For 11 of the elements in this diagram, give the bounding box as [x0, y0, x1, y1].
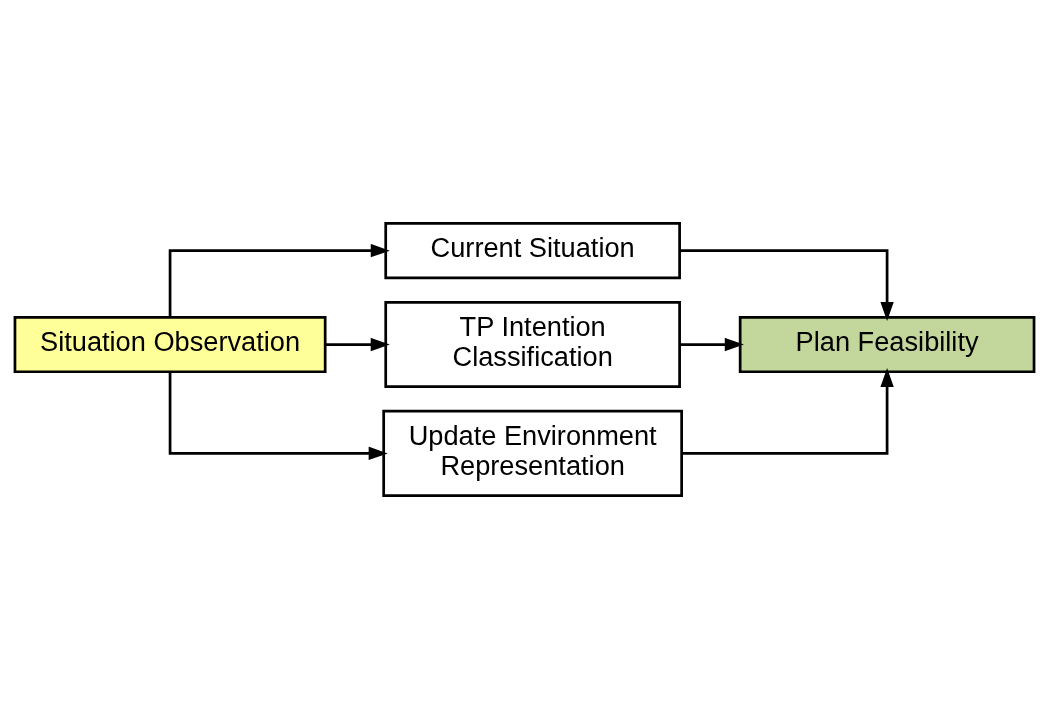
arrow	[681, 367, 894, 455]
arrow	[679, 249, 894, 321]
node-box: Update Environment Representation	[382, 409, 683, 497]
node-box: Plan Feasibility	[738, 315, 1036, 374]
node-box: TP Intention Classification	[384, 301, 681, 389]
arrow	[325, 337, 390, 352]
arrow	[168, 372, 388, 461]
node-box: Current Situation	[384, 222, 681, 280]
node-box: Situation Observation	[13, 315, 327, 374]
arrow	[168, 243, 390, 317]
arrow	[679, 337, 744, 352]
